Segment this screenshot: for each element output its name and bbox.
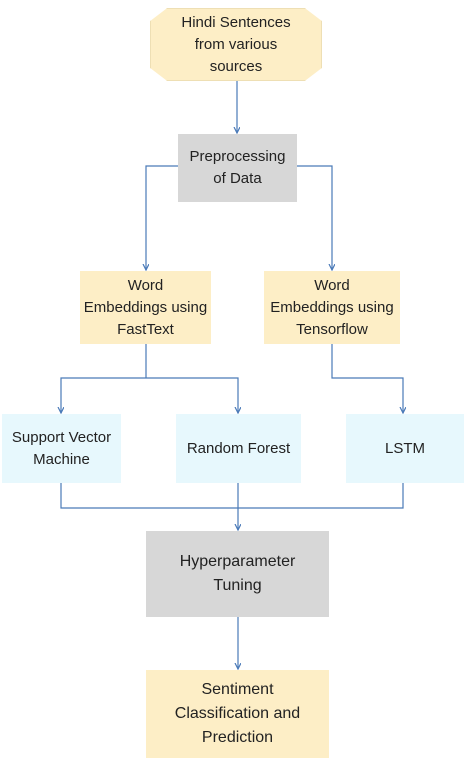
node-tensorflow-embeddings: Word Embeddings using Tensorflow	[264, 271, 400, 344]
node-hindi-sentences: Hindi Sentences from various sources	[150, 8, 322, 81]
node-fasttext-embeddings: Word Embeddings using FastText	[80, 271, 211, 344]
node-lstm: LSTM	[346, 414, 464, 483]
edge-tensorflow-lstm	[331, 344, 403, 413]
edge-fasttext-svm	[61, 377, 146, 413]
edge-svm-merge	[60, 483, 404, 509]
edge-preprocess-tensorflow	[297, 165, 332, 270]
node-hyperparameter-tuning: Hyperparameter Tuning	[146, 531, 329, 617]
edge-fasttext-rf	[146, 377, 238, 413]
edge-preprocess-fasttext	[146, 165, 178, 270]
node-preprocessing: Preprocessing of Data	[178, 134, 297, 202]
node-svm: Support Vector Machine	[2, 414, 121, 483]
node-random-forest: Random Forest	[176, 414, 301, 483]
node-sentiment-classification: Sentiment Classification and Prediction	[146, 670, 329, 758]
